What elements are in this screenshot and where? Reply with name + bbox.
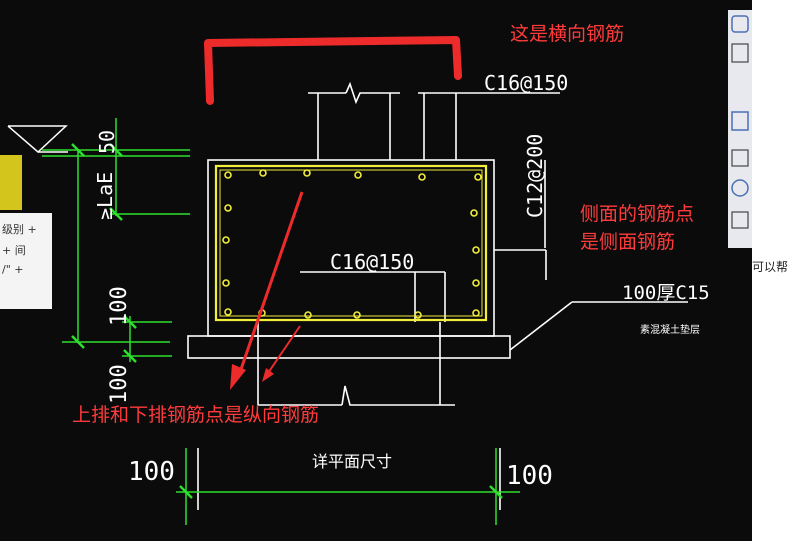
dimension-ticks: [71, 143, 503, 499]
label-c16-mid: C16@150: [330, 250, 414, 274]
orbit-icon[interactable]: [731, 179, 749, 197]
side-note-text: 可以帮: [752, 260, 788, 274]
panel-text-3: /" +: [2, 263, 23, 276]
arrow-to-top-row: [230, 191, 304, 390]
page-margin: [752, 0, 788, 541]
label-c12-side: C12@200: [523, 134, 547, 218]
panel-text-1: 级别 +: [2, 223, 37, 236]
property-panel: [0, 213, 52, 309]
view-cube-icon[interactable]: [731, 15, 749, 33]
annotation-transverse: 这是横向钢筋: [510, 23, 624, 45]
dim-label-100-b: 100: [107, 364, 132, 404]
annotation-longitudinal: 上排和下排钢筋点是纵向钢筋: [72, 404, 319, 426]
box-view-icon[interactable]: [731, 111, 749, 131]
yellow-block: [0, 155, 22, 210]
cad-background: [0, 0, 752, 541]
structure-outline: [187, 81, 688, 510]
label-plan-size: 详平面尺寸: [312, 452, 392, 471]
arrow-to-bottom-row: [262, 325, 301, 382]
rebar-cage: [214, 164, 488, 322]
3d-view-icon[interactable]: [731, 43, 749, 63]
label-concrete: 100厚C15: [622, 282, 710, 304]
rebar-cage-inner: [219, 169, 483, 317]
wire-view-icon[interactable]: [731, 149, 749, 167]
rebar-points: [222, 169, 482, 319]
panel-text-2: + 间: [2, 244, 26, 257]
elevation-marker: [7, 125, 68, 154]
layer-icon[interactable]: [731, 211, 749, 229]
cad-toolbar[interactable]: [728, 10, 752, 248]
dim-label-100-a: 100: [107, 286, 132, 326]
label-concrete-sub: 素混凝土垫层: [640, 323, 700, 336]
transverse-bracket-mark: [204, 36, 462, 105]
dim-label-100-left: 100: [128, 457, 175, 487]
dim-label-100-right: 100: [506, 461, 553, 491]
dim-label-lae: ≥LaE: [93, 172, 117, 220]
dimension-lines: [42, 118, 520, 525]
dim-label-50: 50: [95, 130, 119, 154]
annotation-side-1: 侧面的钢筋点: [580, 203, 694, 225]
annotation-side-2: 是侧面钢筋: [580, 231, 675, 253]
label-c16-top: C16@150: [484, 71, 568, 95]
